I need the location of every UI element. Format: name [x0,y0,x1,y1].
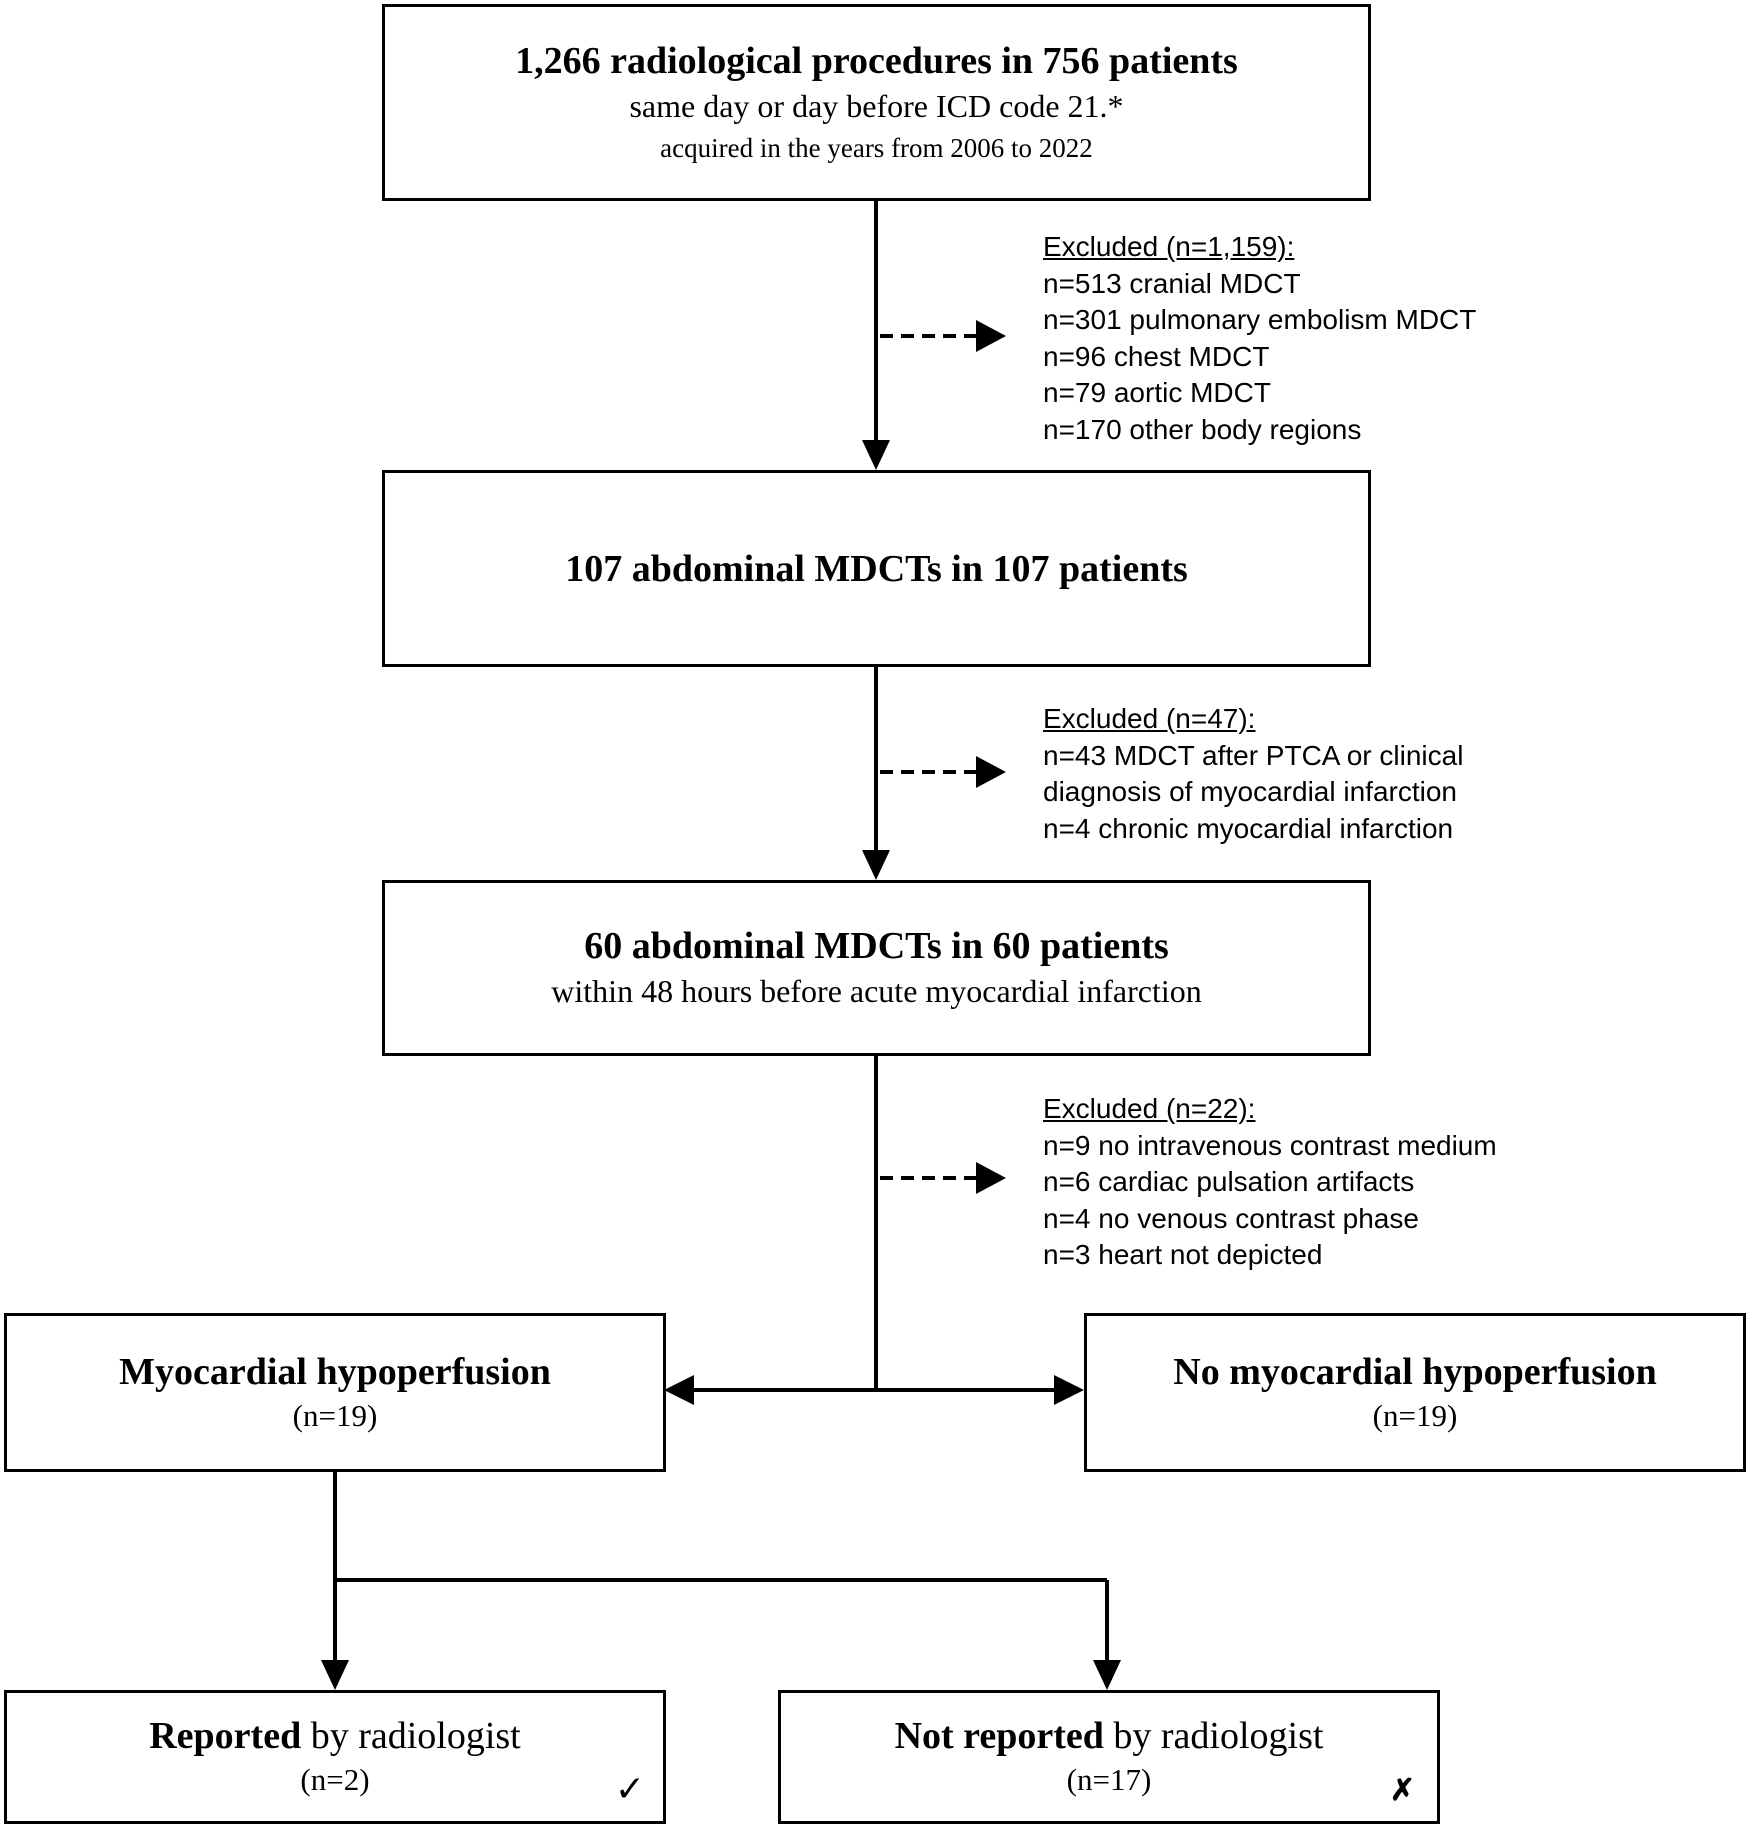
dashed-arrow-exclusion-3 [880,1162,1006,1194]
box-all-procedures-criteria: same day or day before ICD code 21.* [629,87,1124,124]
box-abdominal-mdcts-107: 107 abdominal MDCTs in 107 patients [382,470,1371,667]
box-abdominal-mdcts-107-title: 107 abdominal MDCTs in 107 patients [565,547,1188,590]
exclusion-list-2: Excluded (n=47): n=43 MDCT after PTCA or… [1043,701,1463,847]
exclusion-list-3: Excluded (n=22): n=9 no intravenous cont… [1043,1091,1497,1274]
cross-icon: ✗ [1389,1774,1415,1807]
box-myocardial-hypoperfusion: Myocardial hypoperfusion (n=19) [4,1313,666,1472]
exclusion-2-header: Excluded (n=47): [1043,703,1256,734]
arrow-to-not-reported [1093,1580,1121,1690]
box-reported-title-rest: by radiologist [301,1715,521,1757]
box-all-procedures: 1,266 radiological procedures in 756 pat… [382,4,1371,201]
checkmark-icon: ✓ [614,1769,645,1809]
box-reported-title: Reported by radiologist [149,1713,521,1759]
box-no-myocardial-hypoperfusion-count: (n=19) [1372,1397,1458,1433]
exclusion-item: n=4 chronic myocardial infarction [1043,812,1454,844]
exclusion-item: n=301 pulmonary embolism MDCT [1043,304,1477,335]
box-no-myocardial-hypoperfusion: No myocardial hypoperfusion (n=19) [1084,1313,1746,1472]
exclusion-1-header: Excluded (n=1,159): [1043,231,1295,262]
box-not-reported-title-rest: by radiologist [1103,1715,1324,1757]
exclusion-item: n=3 heart not depicted [1043,1239,1323,1270]
arrow-b1-to-b2 [862,199,890,470]
exclusion-3-header: Excluded (n=22): [1043,1093,1256,1124]
box-not-reported-title: Not reported by radiologist [895,1713,1324,1759]
arrow-b2-to-b3 [862,666,890,880]
exclusion-item: n=170 other body regions [1043,413,1362,445]
box-reported: Reported by radiologist (n=2) ✓ [4,1690,666,1824]
box-all-procedures-title: 1,266 radiological procedures in 756 pat… [515,39,1238,82]
exclusion-item: n=79 aortic MDCT [1043,377,1271,408]
box-not-reported: Not reported by radiologist (n=17) ✗ [778,1690,1440,1824]
box-all-procedures-years: acquired in the years from 2006 to 2022 [660,132,1093,163]
exclusion-item: n=96 chest MDCT [1043,340,1270,372]
box-abdominal-mdcts-60-title: 60 abdominal MDCTs in 60 patients [584,925,1169,967]
dashed-arrow-exclusion-1 [880,320,1006,352]
box-abdominal-mdcts-60: 60 abdominal MDCTs in 60 patients within… [382,880,1371,1056]
arrow-split-to-nohypo [876,1375,1084,1405]
box-not-reported-count: (n=17) [1066,1762,1152,1797]
exclusion-item: diagnosis of myocardial infarction [1043,776,1457,807]
box-reported-count: (n=2) [300,1762,370,1797]
arrow-to-reported [321,1580,349,1690]
arrow-split-to-hypo [664,1375,876,1405]
box-myocardial-hypoperfusion-count: (n=19) [292,1397,378,1433]
dashed-arrow-exclusion-2 [880,756,1006,788]
box-not-reported-title-bold: Not reported [894,1715,1104,1757]
exclusion-item: n=513 cranial MDCT [1043,267,1301,299]
box-myocardial-hypoperfusion-title: Myocardial hypoperfusion [119,1350,551,1393]
box-abdominal-mdcts-60-criteria: within 48 hours before acute myocardial … [551,973,1202,1009]
exclusion-item: n=4 no venous contrast phase [1043,1202,1419,1234]
exclusion-item: n=9 no intravenous contrast medium [1043,1129,1497,1161]
box-reported-title-bold: Reported [149,1715,302,1757]
box-no-myocardial-hypoperfusion-title: No myocardial hypoperfusion [1173,1350,1657,1393]
exclusion-item: n=6 cardiac pulsation artifacts [1043,1166,1415,1197]
exclusion-list-1: Excluded (n=1,159): n=513 cranial MDCT n… [1043,229,1476,448]
connector-hypo-to-split [333,1470,1107,1582]
exclusion-item: n=43 MDCT after PTCA or clinical [1043,739,1464,771]
